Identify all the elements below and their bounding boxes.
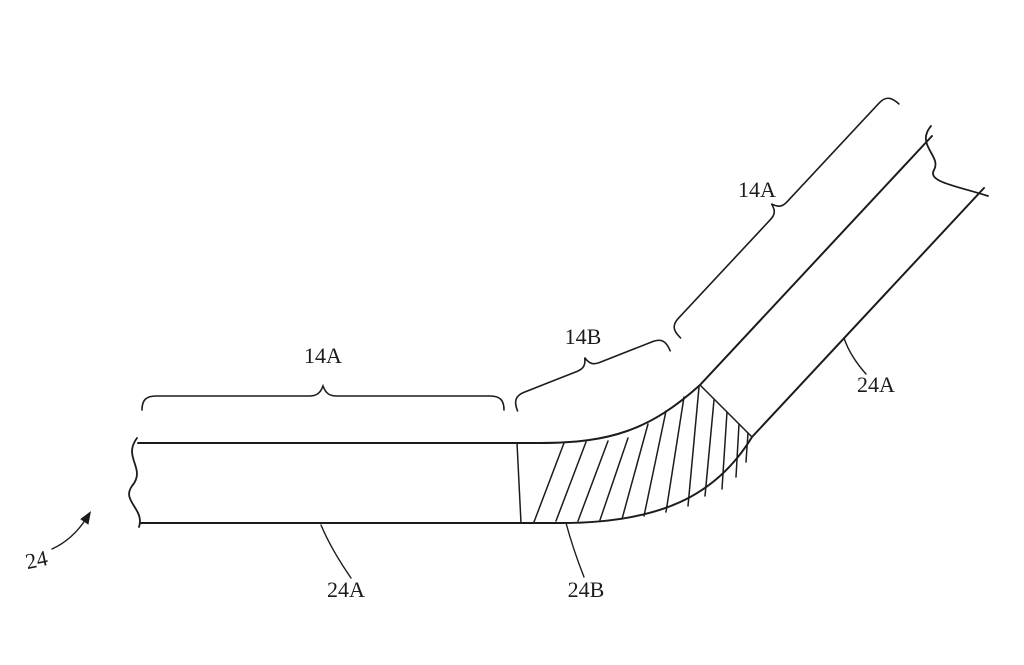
label-14a-left: 14A bbox=[304, 343, 342, 368]
hatch-line bbox=[745, 432, 749, 463]
label-14b: 14B bbox=[565, 324, 602, 349]
label-24a-right: 24A bbox=[857, 372, 895, 397]
hatch-line bbox=[735, 423, 740, 478]
brace-14b bbox=[514, 339, 671, 412]
leader-24-arrow bbox=[51, 518, 87, 550]
hatch-line bbox=[704, 399, 715, 497]
hatch-line bbox=[643, 410, 667, 517]
label-24a-bottom: 24A bbox=[327, 577, 365, 602]
arrowhead-24 bbox=[80, 511, 91, 525]
label-24b: 24B bbox=[568, 577, 605, 602]
strip-top-edge bbox=[137, 135, 933, 444]
hatch-line bbox=[599, 437, 629, 521]
hatch-line bbox=[665, 396, 685, 513]
strip-bottom-edge bbox=[139, 187, 985, 524]
leader-24b bbox=[565, 522, 585, 578]
hatch-line bbox=[533, 442, 565, 523]
hatch-region bbox=[516, 384, 753, 524]
hatch-left-boundary bbox=[516, 442, 522, 524]
left-break-line bbox=[128, 437, 141, 528]
brace-14a-left bbox=[141, 383, 505, 411]
hatch-line bbox=[577, 440, 609, 522]
label-14a-right: 14A bbox=[738, 177, 776, 202]
label-24: 24 bbox=[23, 545, 50, 574]
right-break-line bbox=[924, 125, 989, 197]
hatch-line bbox=[721, 411, 728, 490]
leader-24a-right bbox=[843, 337, 867, 375]
hatch-line bbox=[687, 386, 700, 507]
hatch-line bbox=[621, 423, 649, 520]
hatch-line bbox=[555, 441, 587, 522]
hatch-right-boundary bbox=[699, 384, 753, 438]
brace-14a-right bbox=[673, 97, 900, 339]
leader-24a-bottom bbox=[320, 524, 352, 579]
